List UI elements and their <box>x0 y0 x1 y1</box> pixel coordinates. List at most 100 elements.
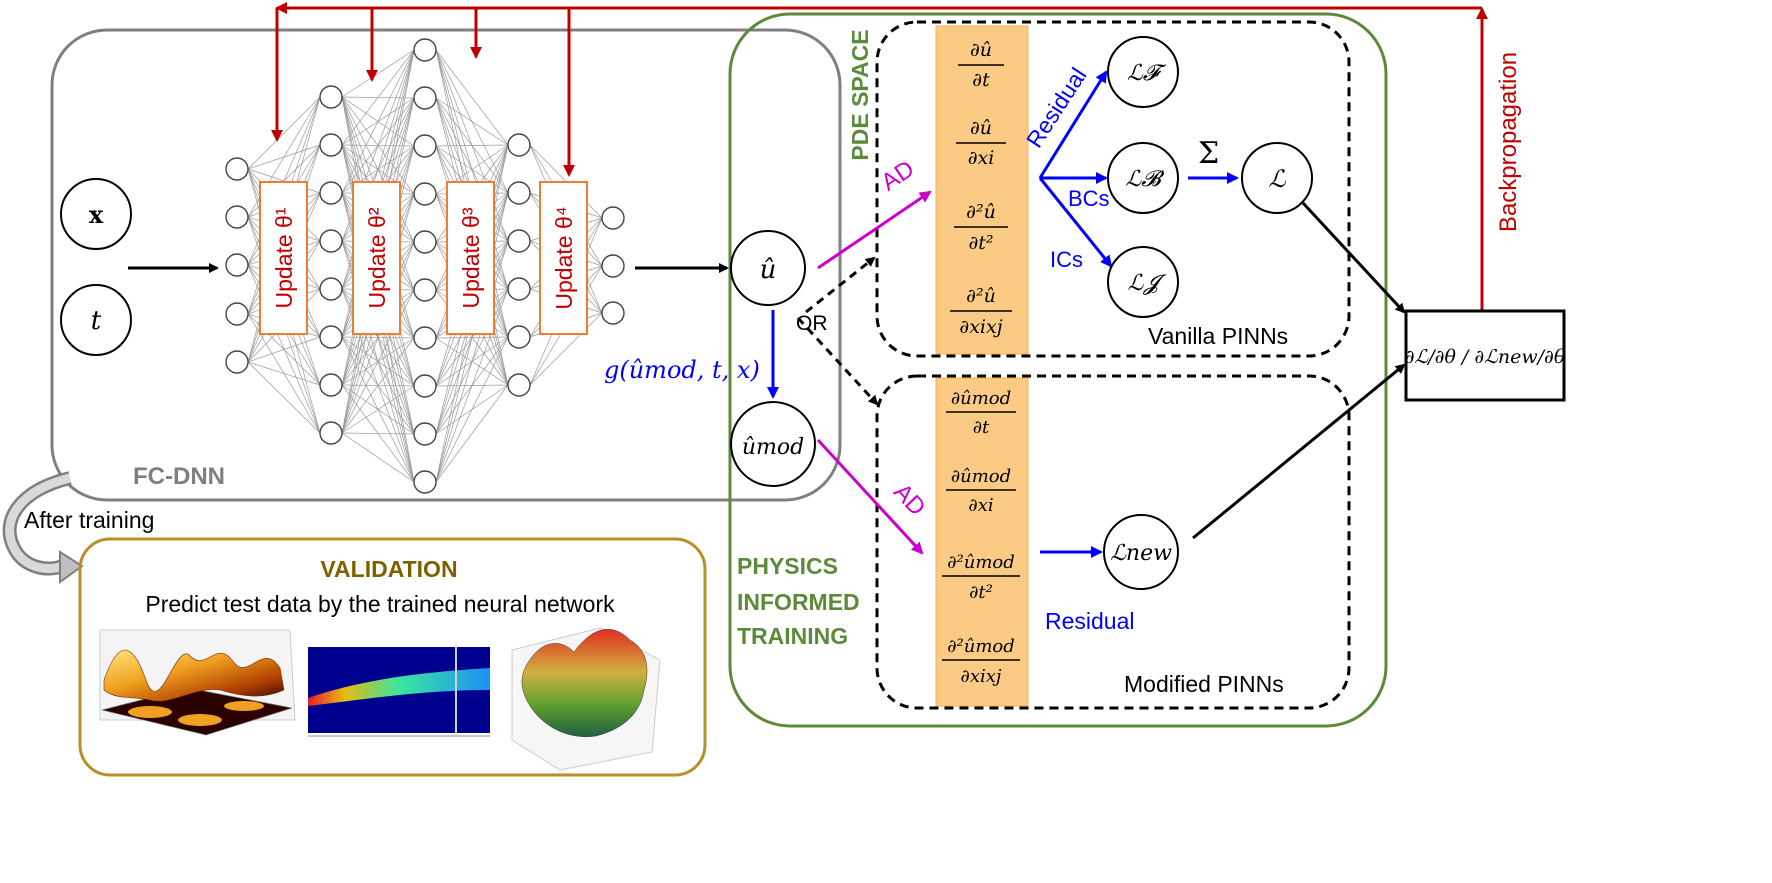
modified-derivative-2: ∂ûmod ∂xi <box>946 466 1016 516</box>
network-node <box>319 277 343 301</box>
network-edge <box>435 192 509 483</box>
network-node <box>601 301 625 325</box>
network-node <box>319 421 343 445</box>
network-node <box>413 38 437 62</box>
network-edge <box>341 337 415 434</box>
loss-j-node <box>1107 246 1179 318</box>
network-edge <box>247 336 321 363</box>
network-edge <box>341 49 415 194</box>
u-mod-label: ûmod <box>742 435 804 460</box>
modified-derivative-3-num: ∂²ûmod <box>947 552 1015 573</box>
network-node <box>225 253 249 277</box>
network-node <box>413 278 437 302</box>
network-edge <box>341 432 415 435</box>
network-edge <box>341 289 415 434</box>
update-label-2: Update θ² <box>364 207 390 308</box>
update-label-3: Update θ³ <box>458 207 484 308</box>
physics-label-line-3: TRAINING <box>737 623 848 649</box>
network-edge <box>341 241 415 434</box>
validation-frame <box>78 537 707 777</box>
network-node <box>225 205 249 229</box>
or-route-bottom <box>796 316 879 406</box>
bcs-label: BCs <box>1068 186 1110 211</box>
loss-b-label: ℒ𝓑 <box>1125 167 1165 192</box>
validation-title: VALIDATION <box>320 556 457 582</box>
network-edge <box>435 240 509 483</box>
vanilla-derivative-band <box>935 25 1029 355</box>
network-nodes <box>225 38 625 494</box>
gradient-box <box>1404 309 1566 402</box>
loss-f-node <box>1107 36 1179 108</box>
vanilla-derivative-1-den: ∂t <box>972 69 990 91</box>
u-hat-node <box>730 230 806 306</box>
vanilla-derivative-2: ∂û ∂xi <box>956 117 1006 169</box>
modified-derivative-4-num: ∂²ûmod <box>947 636 1015 657</box>
network-node <box>225 302 249 326</box>
input-x-node <box>60 178 132 250</box>
vanilla-pinns-label: Vanilla PINNs <box>1148 323 1288 349</box>
update-label-1: Update θ¹ <box>271 207 297 308</box>
vanilla-derivative-4: ∂²û ∂xixj <box>950 285 1012 338</box>
update-box-2: Update θ² <box>352 181 401 335</box>
vanilla-derivative-2-num: ∂û <box>970 117 992 139</box>
network-node <box>413 86 437 110</box>
u-hat-label: û <box>760 255 777 285</box>
input-t-label: t <box>91 306 102 336</box>
after-training-label: After training <box>24 507 154 533</box>
modified-pinns-label: Modified PINNs <box>1124 671 1284 697</box>
modified-derivative-1: ∂ûmod ∂t <box>946 388 1016 438</box>
network-edge <box>247 361 321 386</box>
input-t-node <box>60 284 132 356</box>
loss-b-node <box>1107 142 1179 214</box>
or-label: OR <box>796 312 828 335</box>
loss-new-label: ℒnew <box>1110 541 1172 566</box>
network-node <box>413 230 437 254</box>
network-node <box>601 254 625 278</box>
modified-derivative-2-num: ∂ûmod <box>951 466 1011 487</box>
modified-derivative-2-den: ∂xi <box>968 495 993 516</box>
network-edge <box>341 385 415 434</box>
network-edge <box>247 361 321 434</box>
network-edge <box>529 312 603 386</box>
vanilla-derivative-3-den: ∂t² <box>968 232 993 254</box>
vanilla-derivative-1-num: ∂û <box>970 39 992 61</box>
sum-symbol: Σ <box>1198 136 1219 171</box>
or-route-top <box>805 256 876 314</box>
loss-new-node <box>1103 514 1179 590</box>
ad-label-top: AD <box>876 155 919 196</box>
network-node <box>601 206 625 230</box>
network-node <box>413 182 437 206</box>
loss-fan-arrows <box>1038 70 1239 558</box>
loss-total-label: ℒ <box>1268 165 1286 193</box>
vanilla-derivative-4-den: ∂xixj <box>959 316 1002 338</box>
ad-arrow-bottom <box>816 438 924 555</box>
network-node <box>225 157 249 181</box>
network-node <box>319 373 343 397</box>
ad-label-bottom: AD <box>888 478 930 521</box>
ad-arrow-top <box>817 190 932 270</box>
network-node <box>413 470 437 494</box>
network-node <box>413 374 437 398</box>
ics-label: ICs <box>1050 247 1083 272</box>
modified-derivative-4: ∂²ûmod ∂xixj <box>942 636 1020 687</box>
network-node <box>413 134 437 158</box>
validation-terrain-plot <box>511 627 661 771</box>
vanilla-derivative-2-den: ∂xi <box>968 147 995 169</box>
network-node <box>319 229 343 253</box>
network-edge <box>435 384 509 483</box>
network-edge <box>341 432 415 483</box>
fcdnn-frame <box>50 28 842 502</box>
modified-derivative-1-num: ∂ûmod <box>951 388 1011 409</box>
network-node <box>225 350 249 374</box>
network-node <box>507 181 531 205</box>
u-mod-node <box>730 401 816 487</box>
network-edge <box>435 144 509 147</box>
network-node <box>319 181 343 205</box>
validation-surface-plot <box>99 629 296 736</box>
update-box-1: Update θ¹ <box>259 181 308 335</box>
modified-pinns-box <box>875 374 1351 710</box>
network-node <box>319 325 343 349</box>
network-node <box>413 422 437 446</box>
vanilla-pinns-box <box>875 20 1351 358</box>
